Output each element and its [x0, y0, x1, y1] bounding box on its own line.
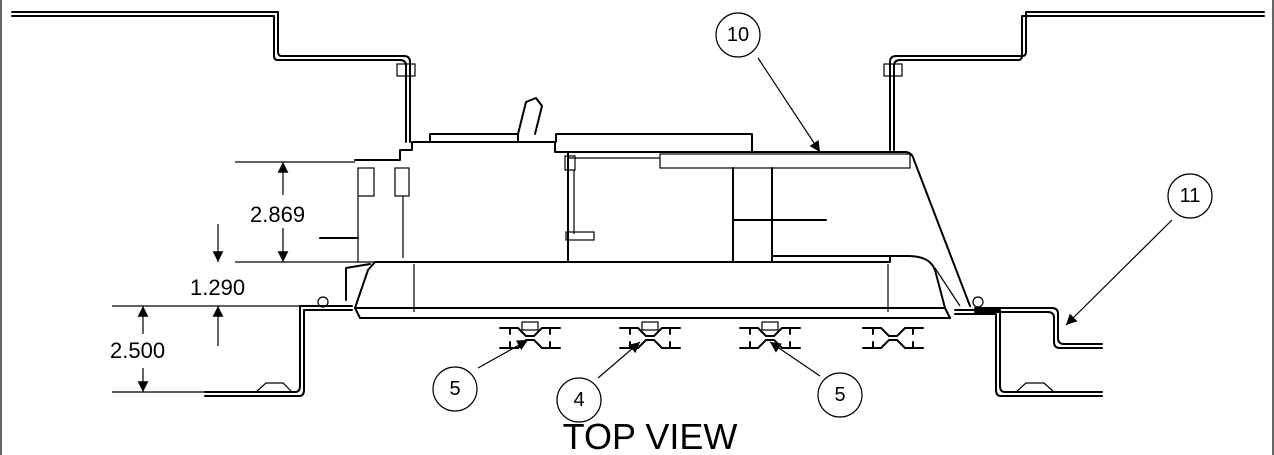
balloon-11: 11	[1167, 173, 1213, 219]
dimension-2500: 2.500	[110, 338, 165, 363]
svg-text:5: 5	[834, 384, 845, 406]
balloon-10: 10	[715, 12, 761, 58]
svg-text:10: 10	[727, 24, 749, 46]
dimension-lines	[112, 161, 375, 393]
view-title: TOP VIEW	[563, 416, 738, 455]
dimension-2869: 2.869	[250, 202, 305, 227]
svg-text:5: 5	[449, 378, 460, 400]
balloon-4: 4	[556, 377, 602, 423]
ceiling-structure-left	[11, 11, 416, 143]
floor-structure-right	[954, 296, 1103, 397]
strut-clips	[499, 321, 924, 349]
balloon-5-left: 5	[432, 366, 478, 412]
svg-text:4: 4	[573, 389, 584, 411]
floor-structure-left	[204, 296, 353, 397]
unit-body	[319, 97, 971, 319]
balloon-leaders	[477, 57, 1173, 379]
ceiling-structure-right	[883, 11, 1265, 151]
balloon-5-right: 5	[817, 372, 863, 418]
svg-text:11: 11	[1180, 185, 1201, 207]
dimension-1290: 1.290	[190, 275, 245, 300]
